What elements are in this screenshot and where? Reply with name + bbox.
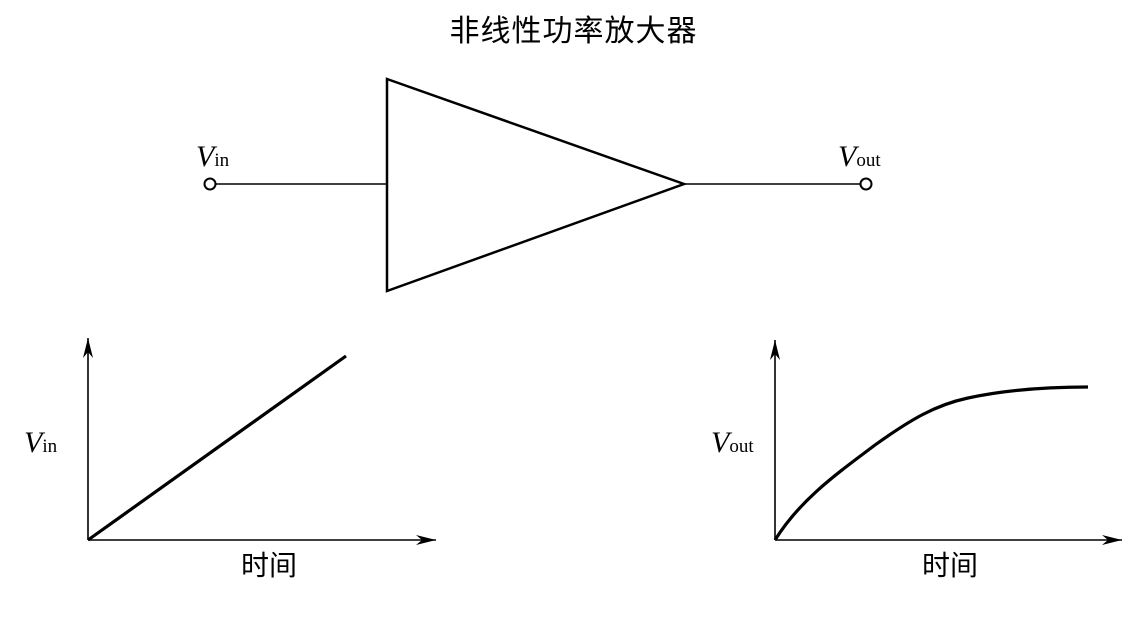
input-voltage-label: Vin <box>196 140 230 173</box>
output-graph-y-label: Vout <box>711 426 754 459</box>
diagram-title: 非线性功率放大器 <box>449 14 698 49</box>
amplifier-symbol: Vin Vout <box>196 77 881 293</box>
output-terminal <box>859 177 873 191</box>
output-graph: Vout 时间 <box>711 340 1122 582</box>
amplifier-triangle <box>385 77 688 293</box>
input-signal-curve <box>87 354 347 542</box>
output-graph-x-label: 时间 <box>922 549 978 582</box>
output-signal-curve <box>773 385 1089 541</box>
input-graph-x-label: 时间 <box>241 549 297 582</box>
input-terminal <box>203 177 217 191</box>
input-graph-y-label: Vin <box>24 426 58 459</box>
input-graph: Vin 时间 <box>24 338 436 582</box>
output-voltage-label: Vout <box>838 140 881 173</box>
